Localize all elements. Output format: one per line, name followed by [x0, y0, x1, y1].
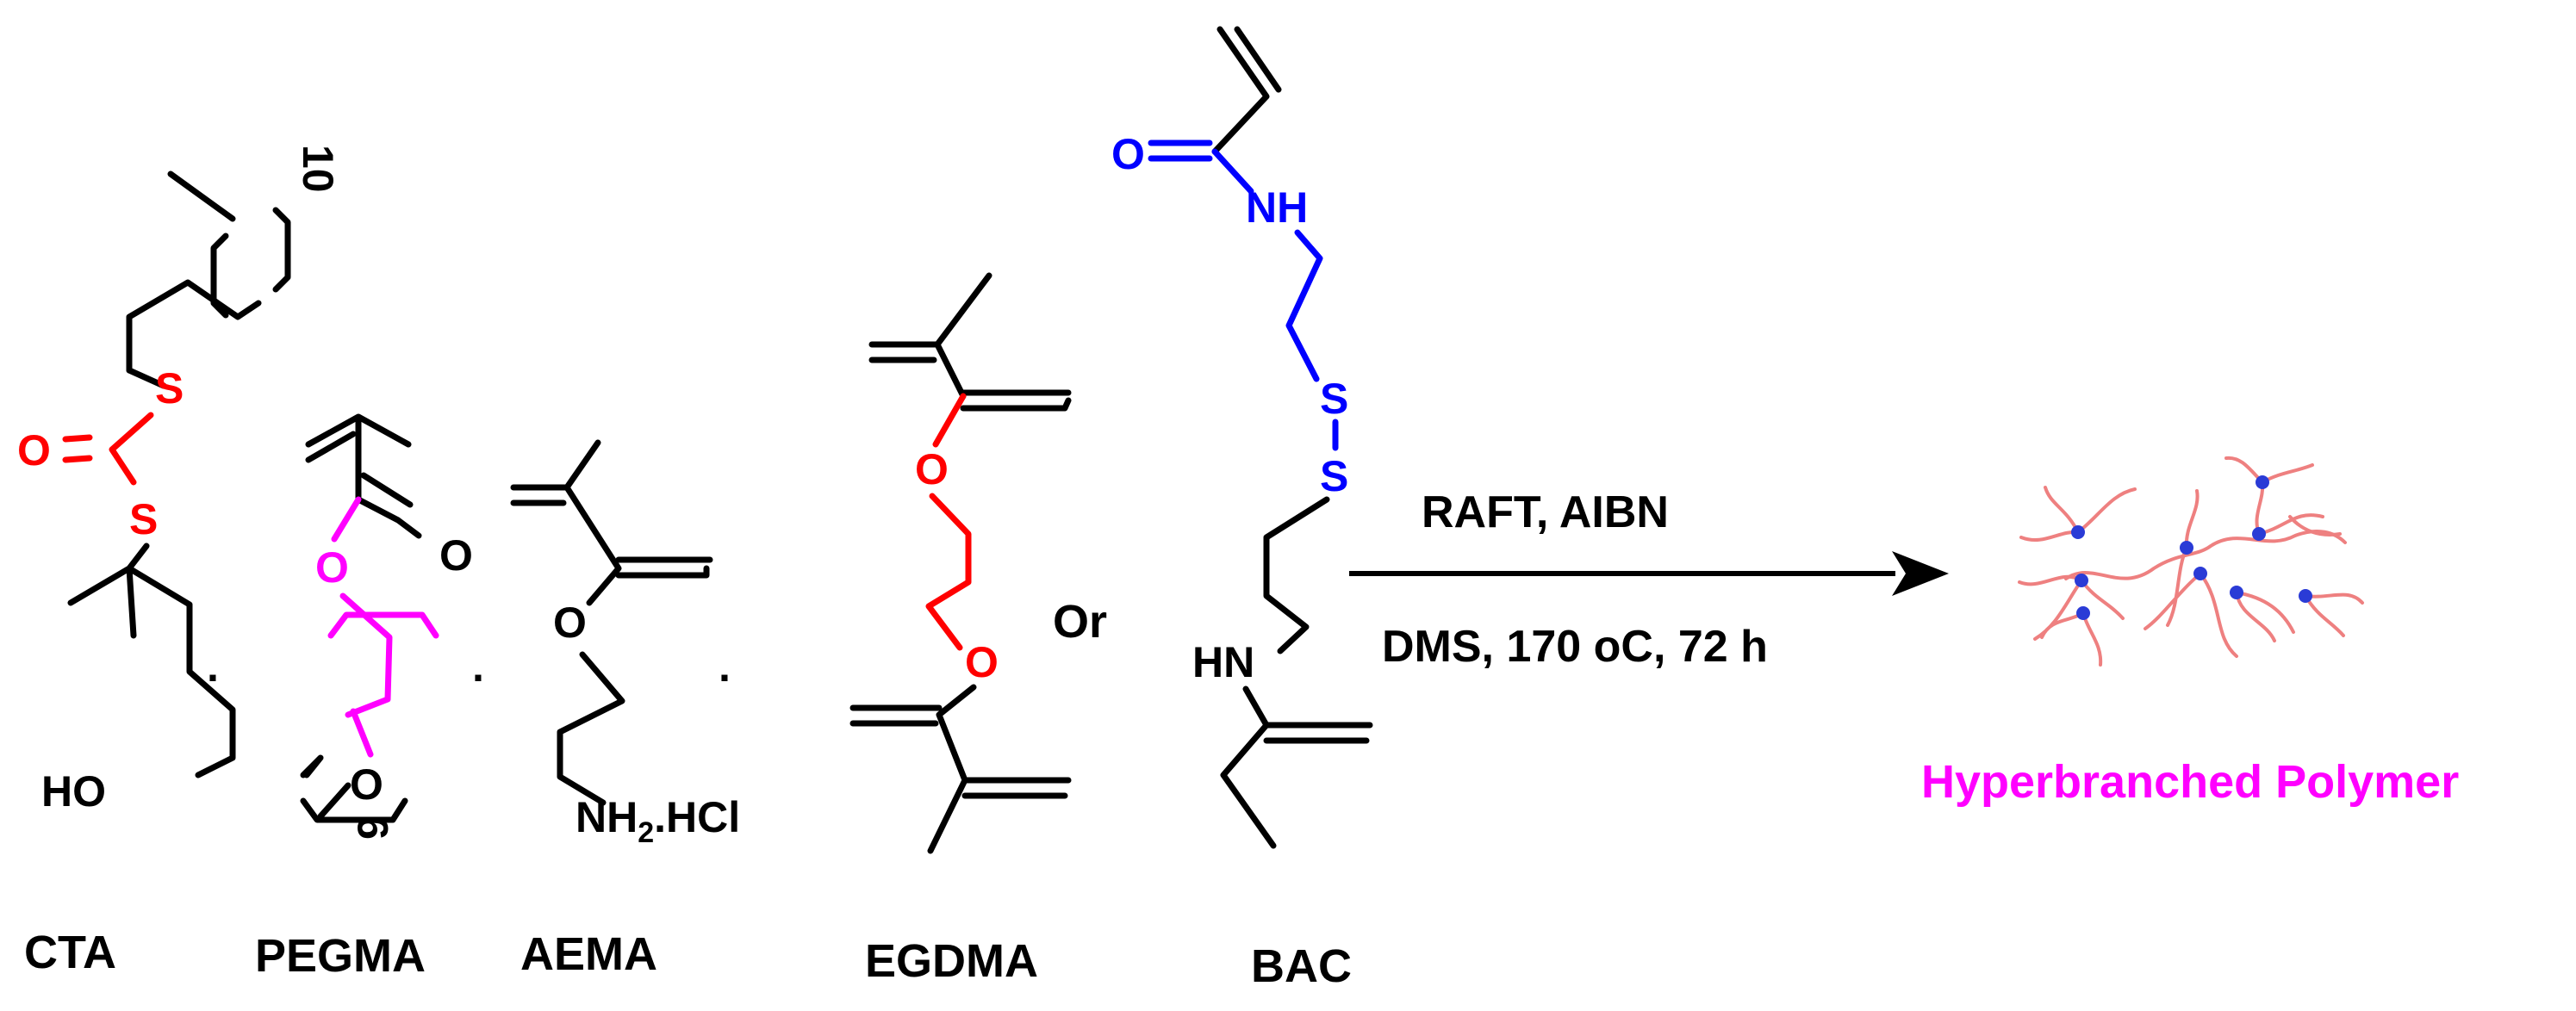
- bac-label: BAC: [1251, 940, 1352, 992]
- polymer-arms-left: [2018, 486, 2137, 667]
- egdma-o-bottom: O: [965, 638, 999, 686]
- bac-cystamine-bonds-top: [1285, 229, 1339, 451]
- reaction-conditions-below: DMS, 170 oC, 72 h: [1382, 622, 1768, 672]
- cta-repeat-bracket-right: [272, 207, 291, 293]
- polymer-node: [2193, 567, 2207, 580]
- polymer-arms-center: [2144, 489, 2295, 658]
- reaction-arrow-head: [1892, 551, 1949, 596]
- pegma-label: PEGMA: [255, 930, 426, 982]
- pegma-methacrylate-bonds: [305, 413, 422, 539]
- reaction-arrow: [1349, 551, 1949, 596]
- cta-carbonyl-o: O: [17, 426, 51, 474]
- pegma-repeat-bracket-bottom: [300, 754, 408, 823]
- pegma-molecule: O O O 9 PEGMA: [255, 413, 473, 982]
- cta-repeat-bracket-left: [210, 233, 229, 319]
- aema-molecule: O NH2.HCl AEMA: [510, 439, 740, 980]
- cta-repeat-count: 10: [294, 145, 342, 193]
- egdma-o-top: O: [915, 445, 949, 493]
- bac-cystamine-bonds-bottom: [1263, 496, 1330, 654]
- separator-dot-2: ·: [472, 654, 487, 702]
- bac-s-bottom: S: [1320, 452, 1348, 500]
- pegma-peg-bonds: [339, 592, 393, 758]
- polymer-node: [2252, 527, 2266, 541]
- reaction-conditions-above: RAFT, AIBN: [1422, 487, 1669, 537]
- aema-amine-subscript: 2: [638, 816, 654, 849]
- bac-s-top: S: [1320, 375, 1348, 423]
- pegma-repeat-bracket-top: [327, 611, 439, 639]
- or-text: Or: [1053, 596, 1107, 648]
- pegma-end-o: O: [350, 760, 383, 809]
- bac-nh-top: NH: [1246, 183, 1308, 232]
- egdma-top-methacrylate-bonds: [868, 272, 1072, 412]
- polymer-cartoon: [2018, 456, 2364, 667]
- cta-s-top: S: [155, 364, 184, 412]
- bac-molecule: O NH S S HN BAC: [1111, 26, 1373, 992]
- aema-methacrylate-bonds: [510, 439, 713, 606]
- aema-amine: NH2.HCl: [576, 793, 740, 849]
- polymer-node: [2075, 574, 2088, 587]
- egdma-glycol-bonds: [925, 393, 972, 651]
- cta-ho: HO: [41, 767, 106, 816]
- cta-chain-bond: [126, 279, 262, 374]
- product-label: Hyperbranched Polymer: [1921, 756, 2459, 808]
- aema-o: O: [553, 599, 587, 647]
- bac-o: O: [1111, 130, 1145, 178]
- polymer-arms-right: [2224, 456, 2364, 637]
- cta-label: CTA: [24, 927, 116, 978]
- aema-label: AEMA: [520, 928, 657, 980]
- polymer-node: [2180, 541, 2193, 555]
- bac-carbonyl-bonds: [1148, 140, 1254, 195]
- cta-backbone-bond: [67, 543, 236, 778]
- aema-aminoethyl-bonds: [557, 651, 625, 806]
- polymer-node: [2071, 525, 2085, 539]
- cta-ch2-s-bond: [126, 367, 167, 389]
- separator-dot-1: ·: [207, 654, 221, 702]
- aema-amine-salt: .HCl: [654, 793, 740, 841]
- egdma-bottom-methacrylate-bonds: [849, 684, 1072, 854]
- polymer-node: [2230, 586, 2243, 599]
- egdma-label: EGDMA: [865, 935, 1038, 987]
- cta-s-bottom: S: [129, 495, 158, 543]
- cta-molecule: 10 S O S HO CTA: [17, 145, 342, 978]
- polymer-node: [2256, 475, 2269, 489]
- bac-bottom-acryl-bonds: [1220, 685, 1373, 849]
- pegma-end-methyl-bond: [317, 782, 352, 820]
- pegma-ester-o: O: [315, 543, 349, 592]
- separator-dot-3: ·: [719, 654, 733, 702]
- aema-amine-nh: NH: [576, 793, 638, 841]
- pegma-carbonyl-o: O: [439, 531, 473, 580]
- bac-hn-bottom: HN: [1192, 638, 1254, 686]
- pegma-ester-o-bond: [331, 496, 362, 543]
- polymer-node: [2076, 606, 2090, 620]
- cta-methyl-bond: [167, 171, 236, 222]
- polymer-node: [2299, 589, 2312, 603]
- pegma-repeat-count: 9: [349, 816, 397, 840]
- bac-acryl-bonds: [1211, 26, 1282, 155]
- egdma-molecule: O O EGDMA: [849, 272, 1072, 987]
- cta-thio-bonds: [62, 412, 154, 486]
